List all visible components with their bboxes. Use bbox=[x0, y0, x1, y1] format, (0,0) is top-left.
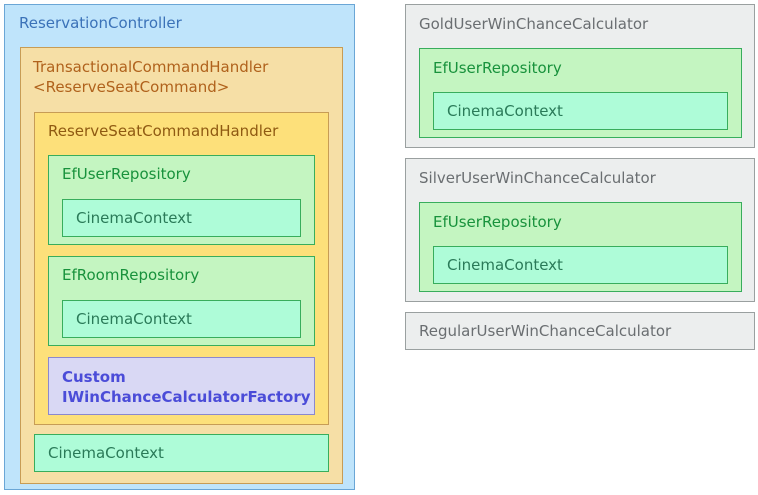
ef-user-repository-label: EfUserRepository bbox=[433, 213, 562, 231]
gold-user-win-chance-calculator-box: GoldUserWinChanceCalculator EfUserReposi… bbox=[405, 4, 755, 148]
cinema-context-label: CinemaContext bbox=[76, 310, 192, 328]
cinema-context-label: CinemaContext bbox=[447, 102, 563, 120]
ef-room-repository-label: EfRoomRepository bbox=[62, 266, 200, 284]
transactional-command-handler-box: TransactionalCommandHandler <ReserveSeat… bbox=[20, 47, 343, 484]
reservation-controller-box: ReservationController TransactionalComma… bbox=[4, 4, 355, 490]
cinema-context-label: CinemaContext bbox=[48, 444, 164, 462]
cinema-context-box: CinemaContext bbox=[62, 300, 301, 338]
win-chance-calculator-factory-name-label: IWinChanceCalculatorFactory bbox=[62, 388, 311, 406]
win-chance-calculator-factory-box: Custom IWinChanceCalculatorFactory bbox=[48, 357, 315, 415]
ef-user-repository-box: EfUserRepository CinemaContext bbox=[419, 48, 742, 138]
transactional-command-handler-label: TransactionalCommandHandler bbox=[33, 58, 269, 76]
cinema-context-box: CinemaContext bbox=[62, 199, 301, 237]
silver-user-win-chance-calculator-box: SilverUserWinChanceCalculator EfUserRepo… bbox=[405, 158, 755, 302]
cinema-context-box: CinemaContext bbox=[34, 434, 329, 472]
gold-user-win-chance-calculator-label: GoldUserWinChanceCalculator bbox=[419, 15, 649, 33]
cinema-context-label: CinemaContext bbox=[76, 209, 192, 227]
cinema-context-box: CinemaContext bbox=[433, 92, 728, 130]
reserve-seat-command-handler-box: ReserveSeatCommandHandler EfUserReposito… bbox=[34, 112, 329, 425]
cinema-context-box: CinemaContext bbox=[433, 246, 728, 284]
ef-room-repository-box: EfRoomRepository CinemaContext bbox=[48, 256, 315, 346]
ef-user-repository-box: EfUserRepository CinemaContext bbox=[419, 202, 742, 292]
ef-user-repository-box: EfUserRepository CinemaContext bbox=[48, 155, 315, 245]
silver-user-win-chance-calculator-label: SilverUserWinChanceCalculator bbox=[419, 169, 656, 187]
regular-user-win-chance-calculator-label: RegularUserWinChanceCalculator bbox=[419, 322, 672, 340]
cinema-context-label: CinemaContext bbox=[447, 256, 563, 274]
reservation-controller-label: ReservationController bbox=[19, 14, 182, 32]
regular-user-win-chance-calculator-box: RegularUserWinChanceCalculator bbox=[405, 312, 755, 350]
transactional-command-handler-generic-label: <ReserveSeatCommand> bbox=[33, 78, 230, 96]
reserve-seat-command-handler-label: ReserveSeatCommandHandler bbox=[48, 122, 279, 140]
win-chance-calculator-factory-label: Custom bbox=[62, 368, 126, 386]
ef-user-repository-label: EfUserRepository bbox=[62, 165, 191, 183]
ef-user-repository-label: EfUserRepository bbox=[433, 59, 562, 77]
